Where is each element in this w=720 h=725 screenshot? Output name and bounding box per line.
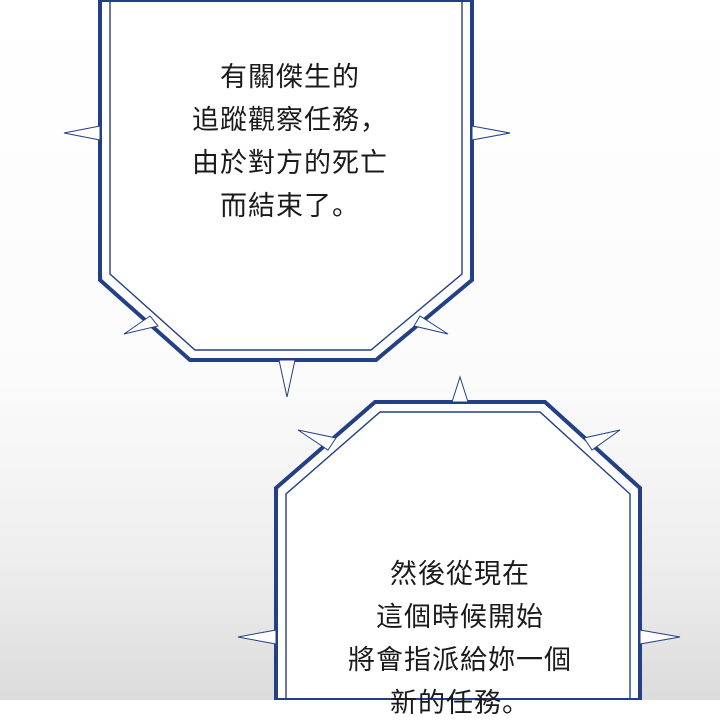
speech-bubble-2-text: 然後從現在 這個時候開始 將會指派給妳一個 新的任務。 xyxy=(280,553,640,725)
dialogue-line: 而結束了。 xyxy=(220,191,360,222)
speech-bubble-1-text: 有關傑生的 追蹤觀察任務， 由於對方的死亡 而結束了。 xyxy=(110,56,470,228)
dialogue-line: 這個時候開始 xyxy=(376,602,544,633)
dialogue-line: 由於對方的死亡 xyxy=(192,148,388,179)
dialogue-line: 然後從現在 xyxy=(390,559,530,590)
comic-panel: 有關傑生的 追蹤觀察任務， 由於對方的死亡 而結束了。 然後從現在 這個時候開始… xyxy=(63,0,681,719)
speech-bubble-2 xyxy=(237,375,681,700)
dialogue-line: 有關傑生的 xyxy=(220,62,360,93)
dialogue-line: 追蹤觀察任務， xyxy=(192,105,388,136)
speech-bubble-1 xyxy=(63,0,511,398)
dialogue-line: 新的任務。 xyxy=(390,688,530,719)
dialogue-line: 將會指派給妳一個 xyxy=(348,645,572,676)
